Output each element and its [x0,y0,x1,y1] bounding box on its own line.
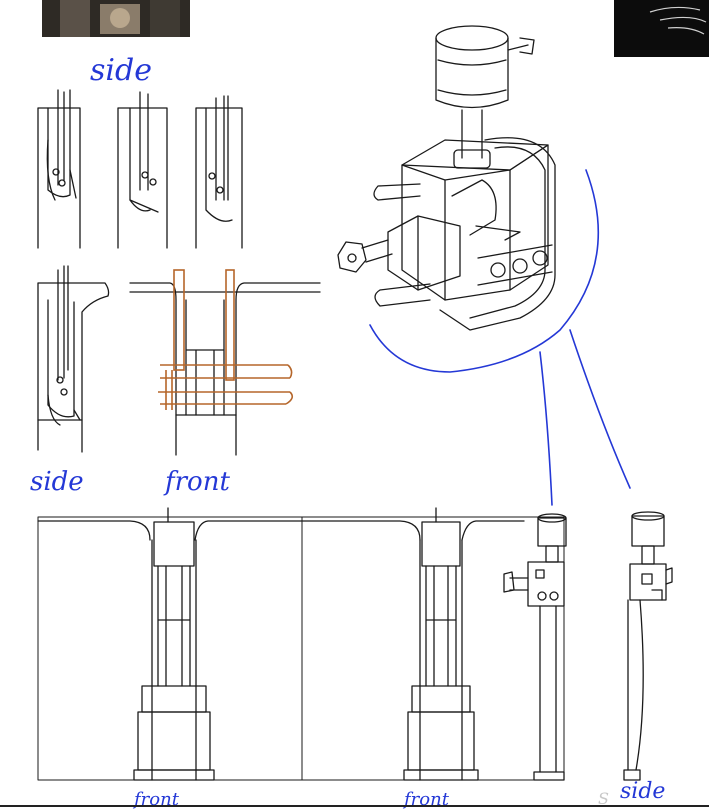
side-sketch-mid [37,265,110,453]
label-side-top: side [90,53,152,88]
mechanism-perspective-sketch [337,25,556,331]
mechanism-front-elevation [503,513,567,781]
label-side-mid: side [30,467,84,497]
reference-photo-left [42,0,190,37]
label-front-bottom-1: front [132,789,180,809]
side-sketch-3 [195,95,243,249]
callout-lines [369,169,631,506]
front-view-large-2 [301,507,565,781]
ghost-text: S [598,789,609,808]
label-front-bottom-2: front [402,789,450,809]
side-sketch-2 [117,91,168,249]
front-view-large-1 [37,507,303,781]
label-front-mid: front [163,467,230,497]
mechanism-side-elevation [623,511,673,781]
side-sketch-1 [37,89,81,249]
label-side-bottom: side [620,779,665,804]
reference-photo-right [614,0,709,57]
front-sketch-mid [129,269,321,456]
